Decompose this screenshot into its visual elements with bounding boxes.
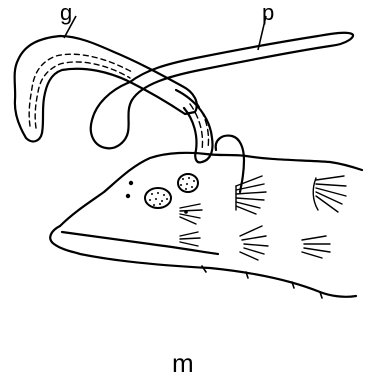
structure-p-loop-lower [176, 90, 213, 162]
structure-p-tube-outer [91, 33, 353, 149]
body-lower-lip [62, 232, 218, 254]
head-outline [60, 153, 362, 226]
small-dot-3 [184, 210, 188, 214]
dorsal-appendage [216, 136, 244, 192]
structure-g-outline [15, 36, 197, 141]
small-dot-1 [129, 181, 133, 185]
body-segment-marks [202, 266, 322, 298]
structure-g-inner-line-2 [35, 62, 130, 128]
figure-caption: m [172, 348, 194, 377]
label-p: p [262, 0, 274, 25]
structure-g-inner-line-1 [29, 54, 132, 126]
label-g: g [60, 0, 72, 25]
small-dot-2 [126, 194, 130, 198]
eye-spot-large [145, 188, 171, 208]
eye-spot-small [178, 174, 198, 192]
bristle-tufts [180, 176, 346, 260]
